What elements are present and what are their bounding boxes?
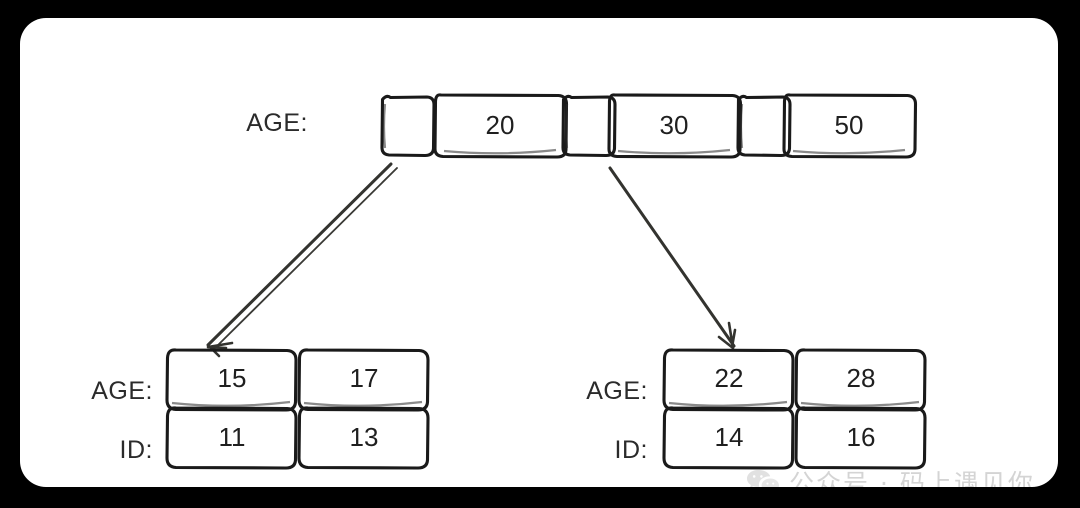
root-pointer-0-sketch bbox=[382, 103, 387, 149]
root-pointer-0[interactable] bbox=[380, 94, 436, 158]
root-pointer-1-shape bbox=[561, 94, 617, 158]
btree-diagram: AGE: 20 bbox=[91, 93, 927, 470]
diagram-card: AGE: 20 bbox=[20, 18, 1058, 487]
root-pointer-0-shape bbox=[380, 94, 436, 158]
root-key-50[interactable]: 50 bbox=[782, 93, 918, 159]
root-key-30[interactable]: 30 bbox=[607, 93, 743, 159]
right-leaf-age-cell-1-value: 28 bbox=[847, 363, 876, 393]
root-key-30-sketch bbox=[617, 148, 731, 155]
right-leaf-age-cell-0[interactable]: 22 bbox=[662, 348, 795, 412]
root-key-20-shape bbox=[433, 93, 569, 159]
right-leaf: AGE: ID: 22 28 14 bbox=[586, 348, 927, 470]
right-leaf-id-cell-0-shape bbox=[662, 406, 795, 470]
left-leaf-id-cell-0-value: 11 bbox=[219, 422, 246, 452]
right-leaf-age-cell-1-sketch bbox=[800, 400, 920, 407]
root-key-50-sketch bbox=[792, 148, 906, 155]
root-pointer-2-sketch bbox=[739, 103, 744, 149]
root-key-20-value: 20 bbox=[486, 110, 515, 140]
left-leaf-age-cell-0-sketch bbox=[171, 400, 291, 407]
left-leaf-age-label: AGE: bbox=[91, 377, 153, 405]
left-leaf-id-cell-1-value: 13 bbox=[350, 422, 379, 452]
root-key-50-value: 50 bbox=[835, 110, 864, 140]
right-leaf-age-cell-0-value: 22 bbox=[715, 363, 744, 393]
right-leaf-id-cell-0-value: 14 bbox=[715, 422, 744, 452]
root-node: AGE: 20 bbox=[246, 93, 918, 159]
root-pointer-2[interactable] bbox=[736, 94, 792, 158]
left-leaf-age-cell-1[interactable]: 17 bbox=[297, 348, 430, 412]
right-leaf-age-cell-1[interactable]: 28 bbox=[794, 348, 927, 412]
edge-root-to-left-leaf bbox=[206, 162, 398, 358]
root-key-50-shape bbox=[782, 93, 918, 159]
left-leaf-id-cell-0-shape bbox=[165, 406, 298, 470]
root-key-30-value: 30 bbox=[660, 110, 689, 140]
right-leaf-age-label: AGE: bbox=[586, 377, 648, 405]
edge-root-to-right-leaf bbox=[608, 166, 737, 350]
root-pointer-2-shape bbox=[736, 94, 792, 158]
root-key-20-sketch bbox=[443, 148, 557, 155]
left-leaf-age-cell-1-value: 17 bbox=[350, 363, 379, 393]
root-pointer-1[interactable] bbox=[561, 94, 617, 158]
right-leaf-id-label: ID: bbox=[615, 436, 648, 464]
right-leaf-id-cell-1[interactable]: 16 bbox=[794, 406, 927, 470]
left-leaf-age-cell-1-sketch bbox=[303, 400, 423, 407]
right-leaf-id-cell-0[interactable]: 14 bbox=[662, 406, 795, 470]
left-leaf: AGE: ID: 15 17 11 bbox=[91, 348, 430, 470]
right-leaf-age-cell-0-sketch bbox=[668, 400, 788, 407]
left-leaf-age-cell-0-value: 15 bbox=[218, 363, 247, 393]
left-leaf-id-label: ID: bbox=[120, 436, 153, 464]
root-label: AGE: bbox=[246, 109, 308, 137]
left-leaf-id-cell-1-shape bbox=[297, 406, 430, 470]
root-pointer-1-sketch bbox=[564, 103, 569, 149]
right-leaf-id-cell-1-value: 16 bbox=[847, 422, 876, 452]
root-key-20[interactable]: 20 bbox=[433, 93, 569, 159]
left-leaf-id-cell-0[interactable]: 11 bbox=[165, 406, 298, 470]
left-leaf-id-cell-1[interactable]: 13 bbox=[297, 406, 430, 470]
left-leaf-age-cell-0[interactable]: 15 bbox=[165, 348, 298, 412]
right-leaf-id-cell-1-shape bbox=[794, 406, 927, 470]
